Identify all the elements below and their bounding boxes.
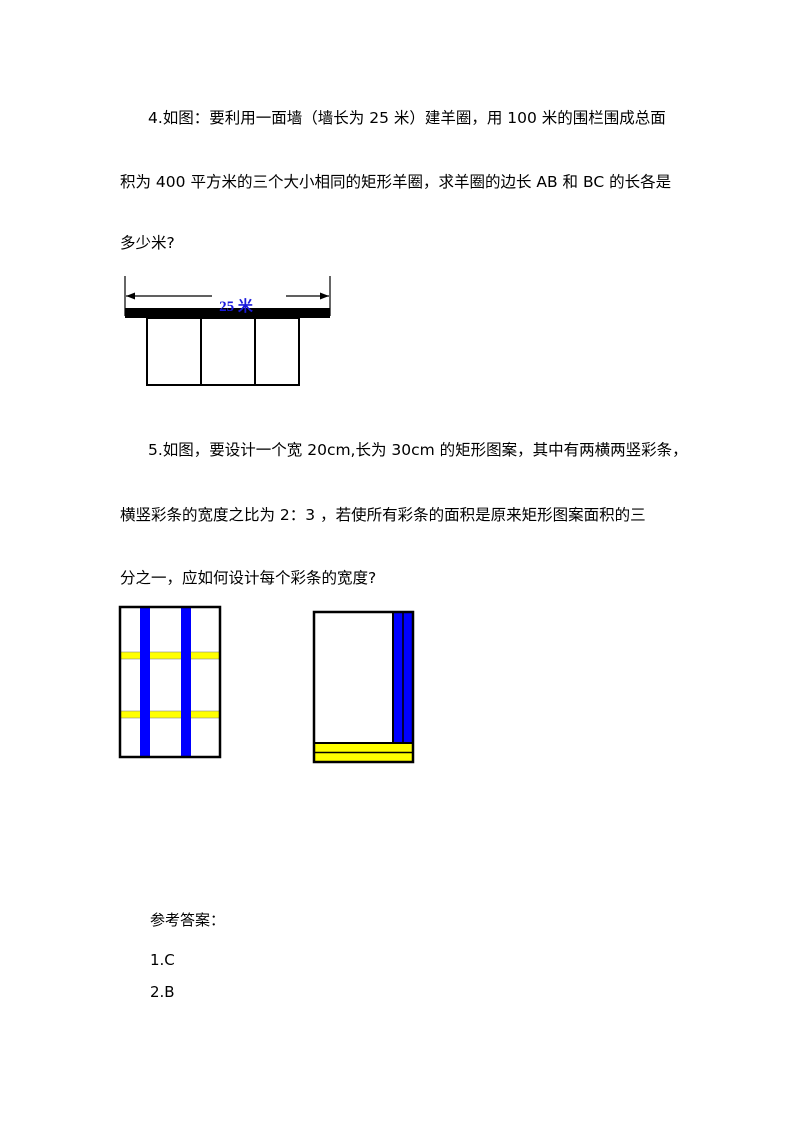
problem5-line2: 横竖彩条的宽度之比为 2：3 ，若使所有彩条的面积是原来矩形图案面积的三	[120, 506, 646, 524]
right-vertical-stripe-1	[393, 612, 403, 743]
answer-item-1: 1.C	[150, 951, 175, 969]
answer-item-2: 2.B	[150, 983, 175, 1001]
answers-heading: 参考答案：	[150, 911, 226, 929]
problem5-line3: 分之一，应如何设计每个彩条的宽度?	[120, 569, 377, 587]
wall-length-label: 25 米	[219, 297, 254, 315]
bottom-horizontal-stripe-1	[314, 743, 413, 752]
rearranged-outline	[312, 610, 415, 764]
problem5-line1: 5.如图，要设计一个宽 20cm,长为 30cm 的矩形图案，其中有两横两竖彩条…	[148, 441, 688, 459]
wall	[125, 308, 330, 318]
problem4-line2: 积为 400 平方米的三个大小相同的矩形羊圈，求羊圈的边长 AB 和 BC 的长…	[120, 173, 672, 191]
pattern-background	[120, 607, 220, 757]
vertical-stripe-2	[181, 607, 191, 757]
vertical-stripe-1	[140, 607, 150, 757]
problem4-line3: 多少米?	[120, 234, 175, 252]
arrowhead-left	[126, 292, 135, 300]
horizontal-stripe-2	[119, 710, 221, 719]
sheep-pen-figure: 25 米	[124, 276, 331, 386]
right-vertical-stripe-2	[403, 612, 413, 743]
stripe-rearranged-figure	[312, 610, 415, 764]
horizontal-stripe-1	[119, 651, 221, 660]
problem4-line1: 4.如图：要利用一面墙（墙长为 25 米）建羊圈，用 100 米的围栏围成总面	[148, 109, 666, 127]
bottom-horizontal-stripe-2	[314, 753, 413, 762]
arrowhead-right	[320, 292, 329, 300]
pattern-outline	[118, 605, 222, 759]
stripe-pattern-figure	[118, 605, 222, 759]
pen-outline	[146, 317, 300, 386]
